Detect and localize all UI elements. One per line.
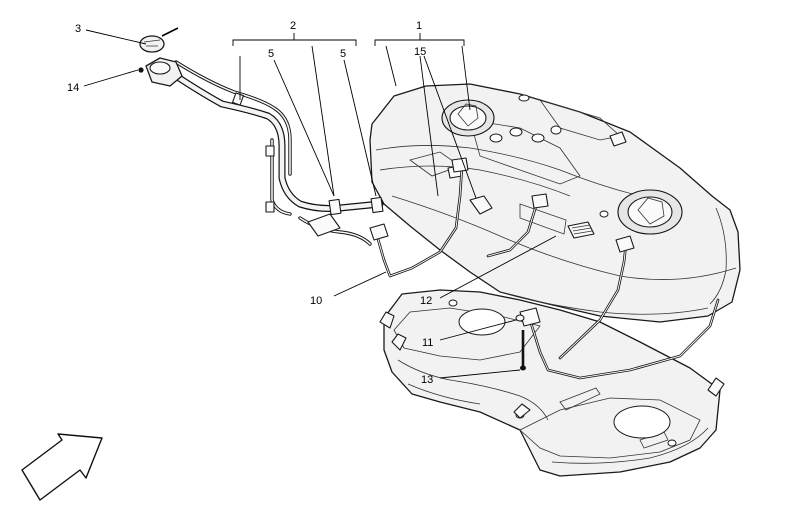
tank-straps [369,157,720,380]
fuel-tank [369,83,741,323]
callout-brackets [232,33,465,46]
callout-labels: 1 2 3 5 5 10 11 12 13 14 15 [67,20,433,386]
callout-10: 10 [310,295,322,307]
callout-1: 1 [416,20,422,32]
callout-14: 14 [67,82,79,94]
callout-12: 12 [420,295,432,307]
callout-15: 15 [414,46,426,58]
callout-2: 2 [290,20,296,32]
underbody-shield [379,289,729,477]
callout-11: 11 [422,337,433,349]
leader-lines [83,29,557,379]
callout-3: 3 [75,23,81,35]
callout-13: 13 [421,374,433,386]
front-direction-arrow-icon [21,433,103,501]
filler-pipe-assembly [138,27,384,246]
callout-5-left: 5 [268,48,274,60]
callout-5-right: 5 [340,48,346,60]
